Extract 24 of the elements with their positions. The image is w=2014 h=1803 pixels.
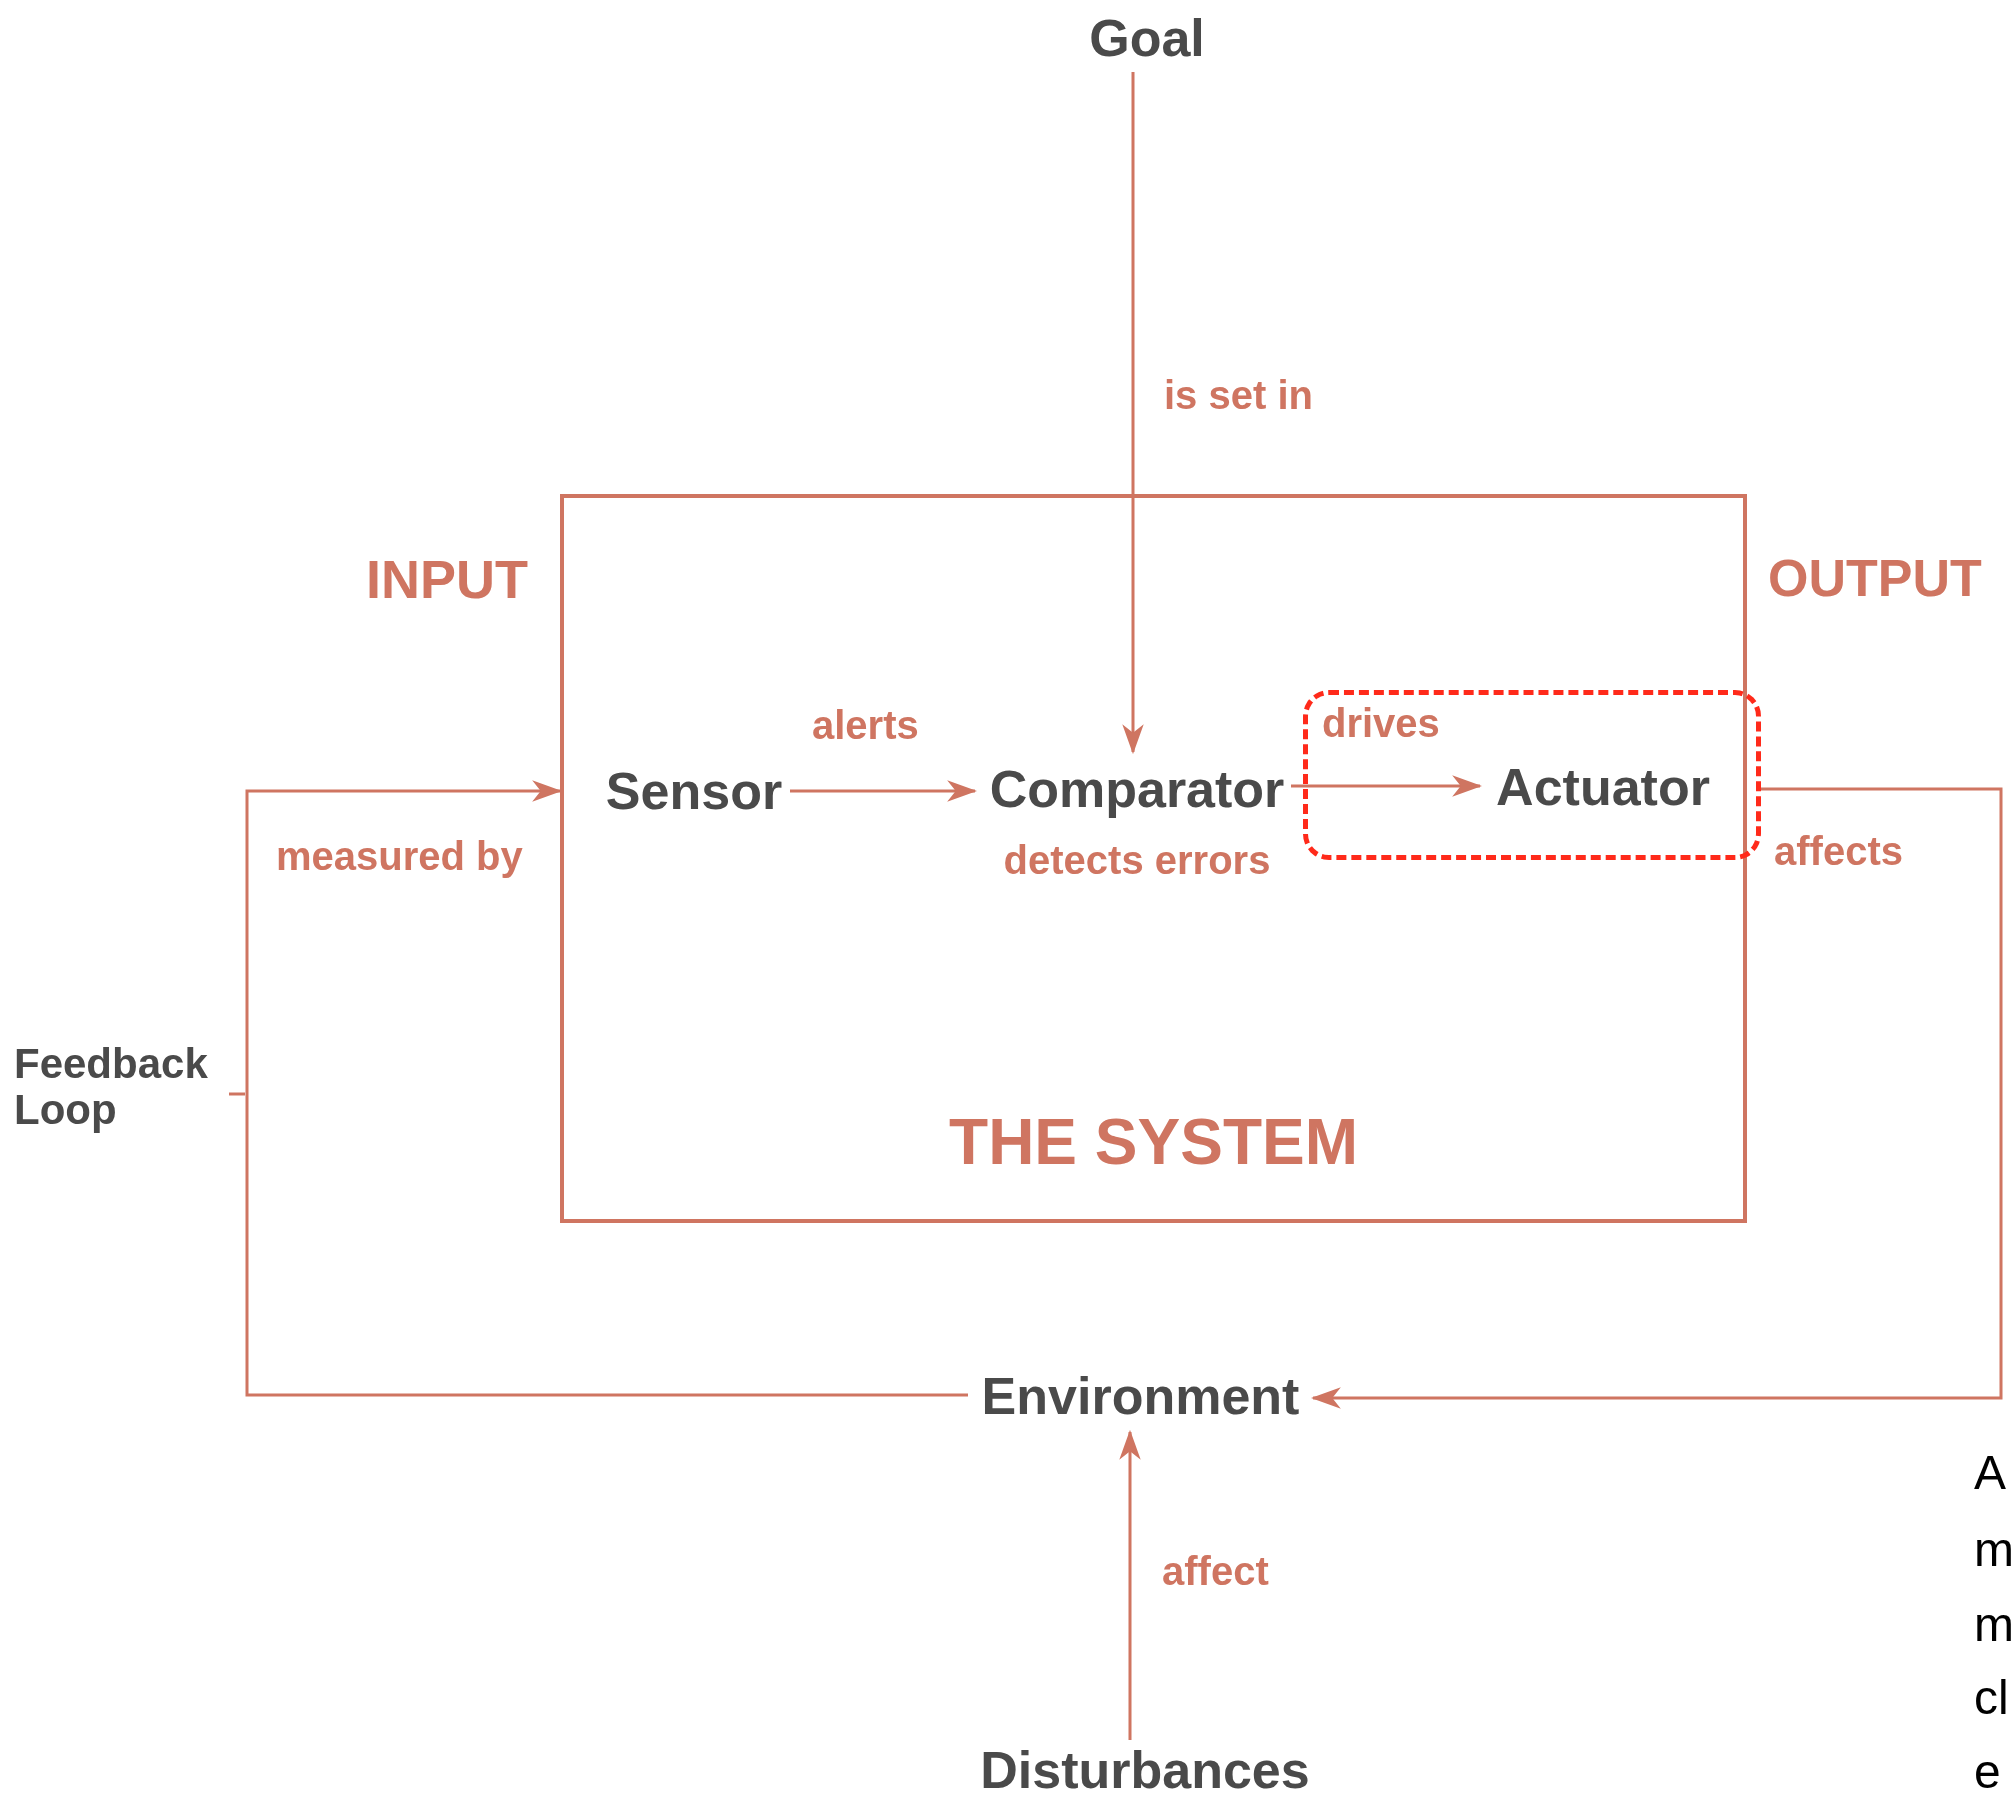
node-label: Feedback Loop — [14, 1022, 229, 1152]
section-heading: INPUT — [366, 550, 528, 610]
cut-off-text: m — [1974, 1599, 2014, 1652]
system-title: THE SYSTEM — [949, 1105, 1358, 1179]
cut-off-text: m — [1974, 1524, 2014, 1577]
cut-off-text: e — [1974, 1746, 2001, 1799]
section-heading: OUTPUT — [1768, 550, 1982, 608]
arrow — [790, 780, 978, 802]
node-label: Actuator — [1485, 755, 1721, 821]
node-label: Environment — [968, 1362, 1313, 1432]
cut-off-text: A — [1974, 1447, 2006, 1500]
node-caption: detects errors — [1002, 837, 1272, 884]
node-label: Disturbances — [962, 1740, 1328, 1802]
arrow — [1310, 787, 2003, 1409]
system-box — [560, 494, 1747, 1223]
node-label: Comparator — [979, 756, 1295, 824]
node-label: Goal — [1067, 6, 1227, 72]
arrow — [1291, 775, 1483, 797]
arrow — [1119, 1429, 1141, 1740]
arrow — [245, 780, 968, 1397]
node-label: Sensor — [594, 759, 794, 825]
cut-off-text: cl — [1974, 1672, 2009, 1725]
leader-line — [229, 1092, 245, 1096]
arrow — [1122, 72, 1144, 755]
